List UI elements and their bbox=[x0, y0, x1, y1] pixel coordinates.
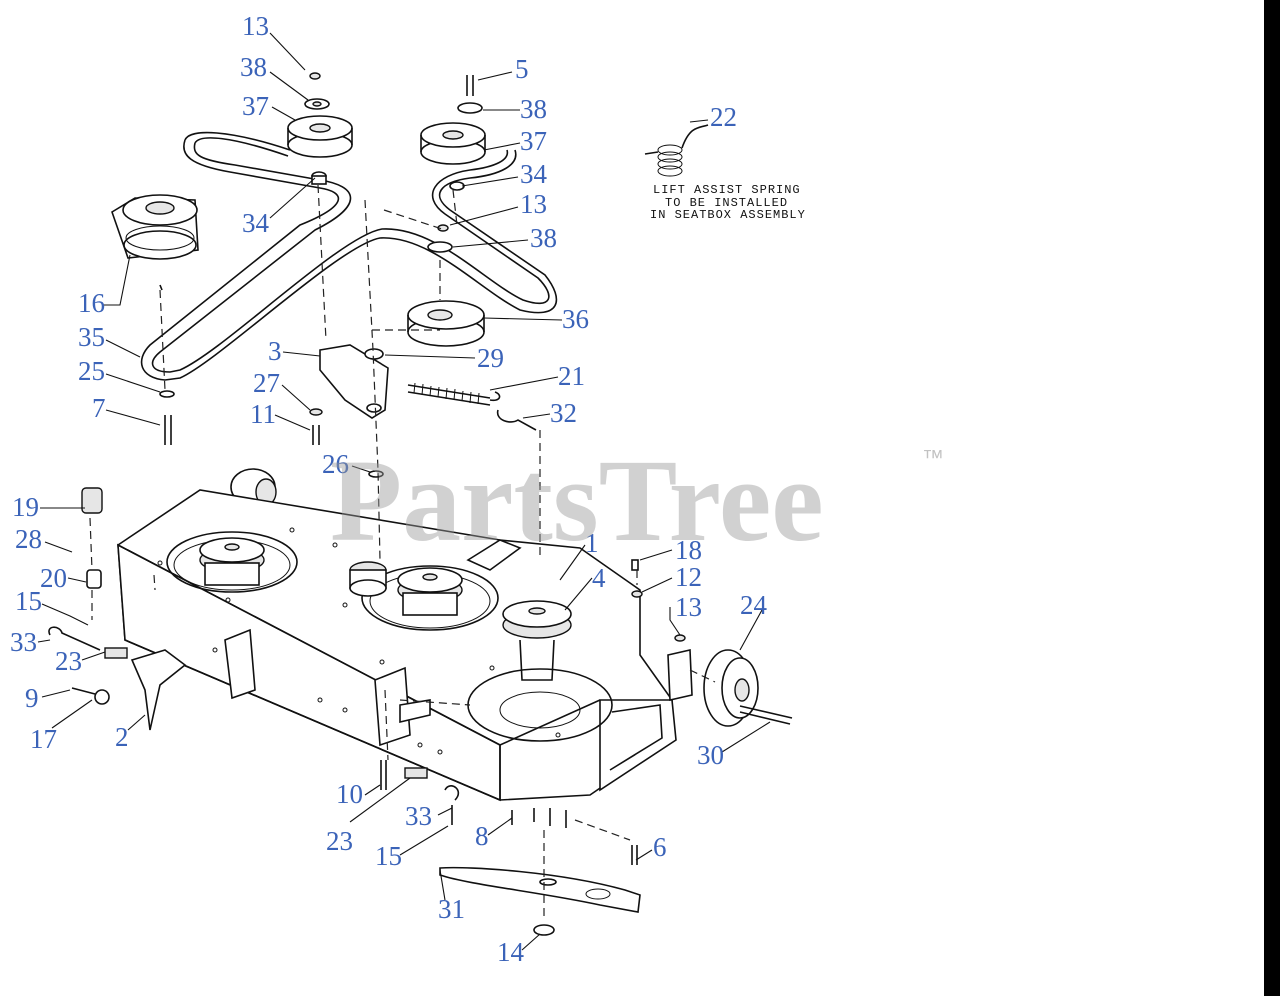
callout-10: 10 bbox=[336, 779, 363, 809]
callout-4: 4 bbox=[592, 563, 606, 593]
callout-34: 34 bbox=[242, 208, 270, 238]
callout-18: 18 bbox=[675, 535, 702, 565]
callout-23: 23 bbox=[326, 826, 353, 856]
callout-20: 20 bbox=[40, 563, 67, 593]
callout-2: 2 bbox=[115, 722, 129, 752]
alignment-lines bbox=[89, 184, 716, 920]
callout-6: 6 bbox=[653, 832, 667, 862]
callout-38: 38 bbox=[530, 223, 557, 253]
callout-34: 34 bbox=[520, 159, 548, 189]
callout-13: 13 bbox=[675, 592, 702, 622]
callout-16: 16 bbox=[78, 288, 105, 318]
callout-13: 13 bbox=[520, 189, 547, 219]
callout-9: 9 bbox=[25, 683, 39, 713]
callout-37: 37 bbox=[520, 126, 547, 156]
callout-30: 30 bbox=[697, 740, 724, 770]
callout-35: 35 bbox=[78, 322, 105, 352]
callout-17: 17 bbox=[30, 724, 57, 754]
side-hardware bbox=[48, 124, 793, 865]
watermark-logo: PartsTree bbox=[330, 435, 824, 566]
callout-11: 11 bbox=[250, 399, 276, 429]
callout-5: 5 bbox=[515, 54, 529, 84]
note-line-3: IN SEATBOX ASSEMBLY bbox=[650, 208, 806, 222]
callout-29: 29 bbox=[477, 343, 504, 373]
callout-7: 7 bbox=[92, 393, 106, 423]
note-line-1: LIFT ASSIST SPRING bbox=[653, 183, 801, 197]
callout-13: 13 bbox=[242, 11, 269, 41]
callout-labels: 13 38 37 5 38 37 34 13 38 34 16 35 36 3 … bbox=[10, 11, 768, 967]
callout-leaders bbox=[37, 32, 771, 951]
callout-25: 25 bbox=[78, 356, 105, 386]
callout-37: 37 bbox=[242, 91, 269, 121]
callout-38: 38 bbox=[520, 94, 547, 124]
callout-23: 23 bbox=[55, 646, 82, 676]
callout-36: 36 bbox=[562, 304, 589, 334]
callout-1: 1 bbox=[585, 528, 599, 558]
callout-28: 28 bbox=[15, 524, 42, 554]
mower-blade bbox=[439, 866, 641, 936]
callout-24: 24 bbox=[740, 590, 768, 620]
watermark-trademark: ™ bbox=[922, 445, 944, 470]
callout-26: 26 bbox=[322, 449, 349, 479]
belt-and-pulleys bbox=[111, 72, 558, 381]
callout-15: 15 bbox=[375, 841, 402, 871]
idler-arm-assembly bbox=[159, 344, 537, 478]
callout-27: 27 bbox=[253, 368, 280, 398]
callout-33: 33 bbox=[405, 801, 432, 831]
callout-21: 21 bbox=[558, 361, 585, 391]
mower-deck bbox=[117, 468, 693, 828]
callout-12: 12 bbox=[675, 562, 702, 592]
callout-3: 3 bbox=[268, 336, 282, 366]
callout-19: 19 bbox=[12, 492, 39, 522]
callout-33: 33 bbox=[10, 627, 37, 657]
callout-38: 38 bbox=[240, 52, 267, 82]
lift-assist-note: LIFT ASSIST SPRING TO BE INSTALLED IN SE… bbox=[650, 183, 806, 222]
note-line-2: TO BE INSTALLED bbox=[665, 196, 788, 210]
callout-31: 31 bbox=[438, 894, 465, 924]
callout-32: 32 bbox=[550, 398, 577, 428]
callout-15: 15 bbox=[15, 586, 42, 616]
callout-8: 8 bbox=[475, 821, 489, 851]
callout-14: 14 bbox=[497, 937, 525, 967]
callout-22: 22 bbox=[710, 102, 737, 132]
